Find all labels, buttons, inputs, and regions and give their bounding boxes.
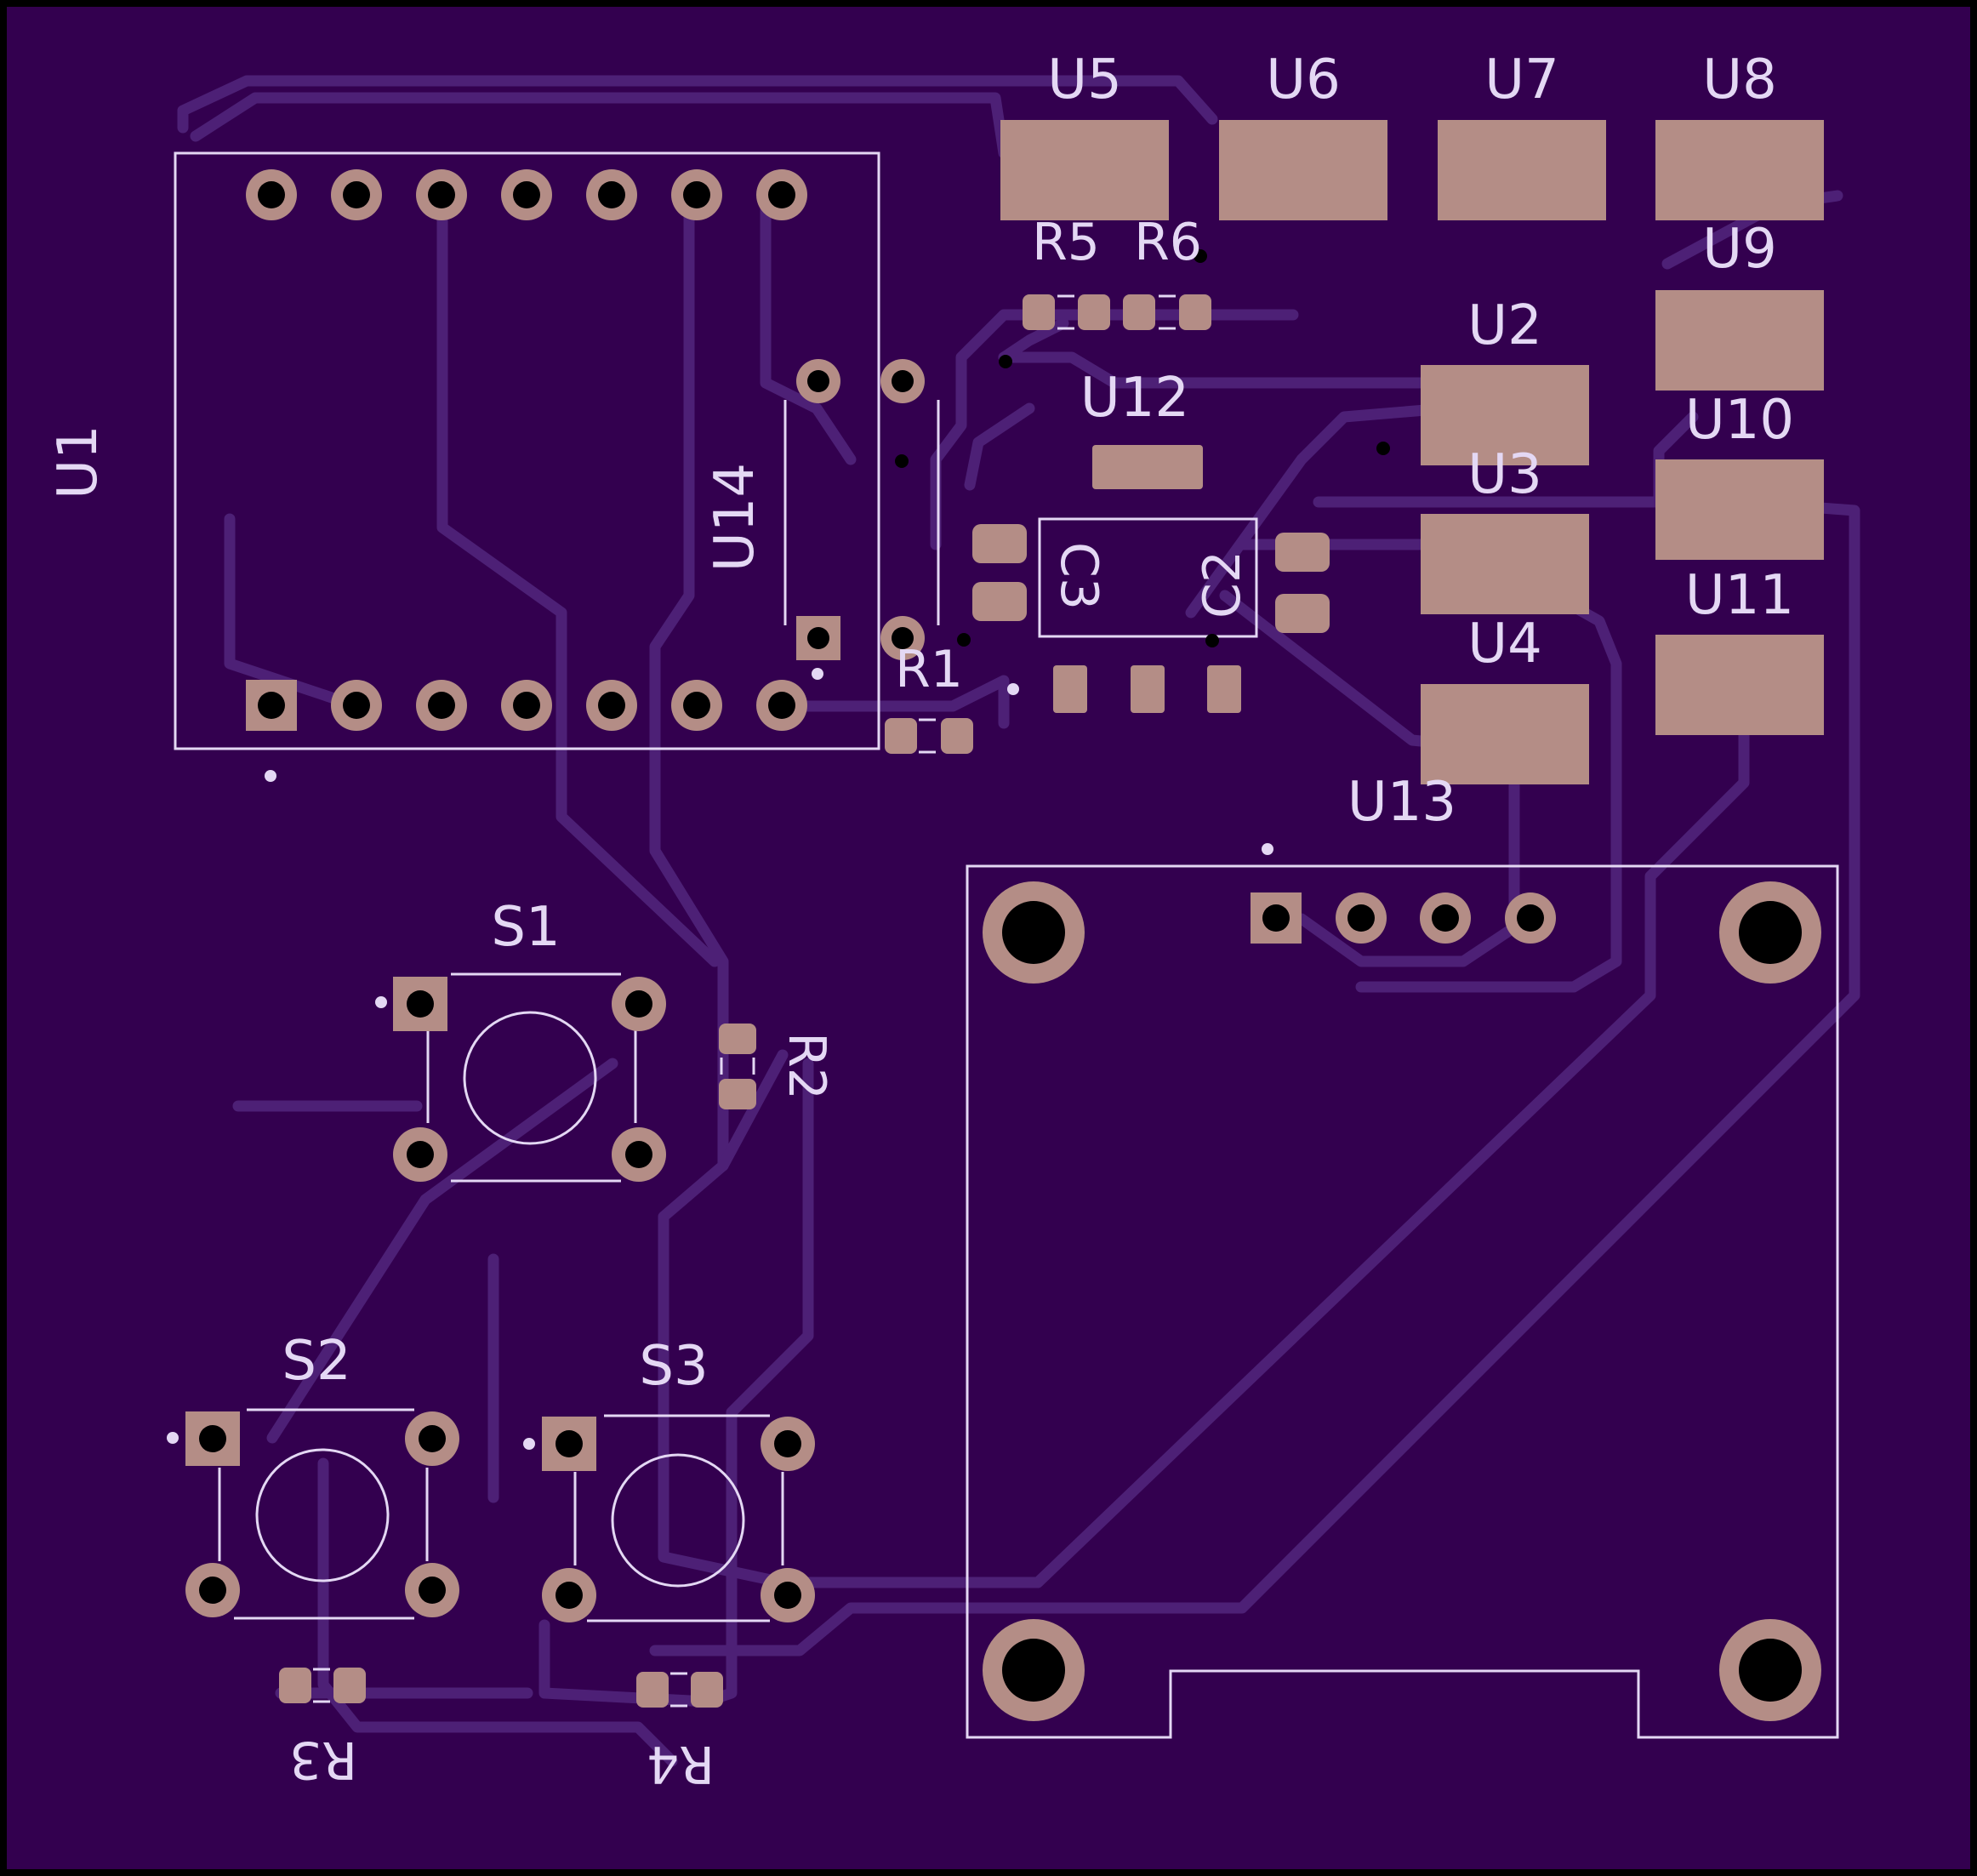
r6-pad-2 (1179, 294, 1211, 330)
u9-pad (1655, 290, 1824, 391)
label-r3: R3 (289, 1730, 357, 1789)
u6-pad (1219, 120, 1387, 220)
label-r5: R5 (1032, 213, 1100, 272)
pin1-markers (167, 668, 1273, 1450)
r4-pad-1 (636, 1672, 669, 1708)
label-r6: R6 (1134, 213, 1202, 272)
r5-pad-1 (1023, 294, 1055, 330)
c3-pad-1 (972, 524, 1027, 563)
r3-pad-1 (279, 1668, 311, 1703)
label-u11: U11 (1685, 564, 1794, 627)
through-hole-pads (185, 169, 1821, 1721)
u1-outline (174, 151, 880, 750)
c3-pad-2 (972, 582, 1027, 621)
u8-pad (1655, 120, 1824, 220)
label-u10: U10 (1685, 389, 1794, 452)
label-r1: R1 (895, 640, 963, 699)
vias (895, 249, 1390, 647)
c2-pad-1 (1275, 533, 1330, 572)
r2-pad-2 (719, 1079, 756, 1109)
label-u7: U7 (1484, 48, 1559, 111)
u10-pad (1655, 459, 1824, 560)
label-c2: C2 (1193, 550, 1252, 619)
u12-pin-3 (1207, 665, 1241, 713)
s3-actuator (611, 1453, 745, 1588)
c2-pad-2 (1275, 594, 1330, 633)
r2-pad-1 (719, 1024, 756, 1054)
silkscreen (174, 151, 1839, 1739)
label-u9: U9 (1702, 218, 1777, 281)
label-r4: R4 (647, 1734, 715, 1793)
u11-pad (1655, 635, 1824, 735)
label-r2: R2 (777, 1032, 836, 1100)
u12-outline (1038, 517, 1258, 638)
label-u5: U5 (1047, 48, 1122, 111)
label-s3: S3 (639, 1335, 708, 1398)
u2-pad (1421, 365, 1589, 465)
u4-pad (1421, 684, 1589, 784)
label-u6: U6 (1266, 48, 1341, 111)
r6-pad-1 (1123, 294, 1155, 330)
s2-actuator (255, 1448, 390, 1582)
label-s1: S1 (491, 896, 560, 959)
u12-pin-1 (1053, 665, 1087, 713)
mounting-holes (983, 881, 1821, 1721)
u3-pad (1421, 514, 1589, 614)
label-u14: U14 (704, 463, 766, 572)
drill-holes (199, 181, 1544, 1609)
label-c3: C3 (1049, 542, 1108, 610)
r3-pad-2 (333, 1668, 366, 1703)
s1-actuator (463, 1011, 597, 1145)
label-u8: U8 (1702, 48, 1777, 111)
r1-pad-2 (941, 718, 973, 754)
ref-labels: U5 U6 U7 U8 U9 U10 U11 U2 U3 U4 U12 U13 … (47, 48, 1794, 1793)
u12-pin-2 (1131, 665, 1165, 713)
smd-pads (279, 120, 1824, 1708)
label-u1: U1 (47, 425, 110, 499)
u5-pad (1000, 120, 1169, 220)
u13-outline (966, 864, 1839, 1739)
label-u13: U13 (1347, 771, 1456, 834)
r1-pad-1 (885, 718, 917, 754)
r4-pad-2 (691, 1672, 723, 1708)
r5-pad-2 (1078, 294, 1110, 330)
label-u2: U2 (1467, 294, 1542, 357)
u12-pad (1092, 445, 1203, 489)
u7-pad (1438, 120, 1606, 220)
label-u12: U12 (1080, 367, 1189, 430)
label-u3: U3 (1467, 443, 1542, 506)
label-s2: S2 (282, 1330, 350, 1393)
label-u4: U4 (1467, 613, 1542, 676)
